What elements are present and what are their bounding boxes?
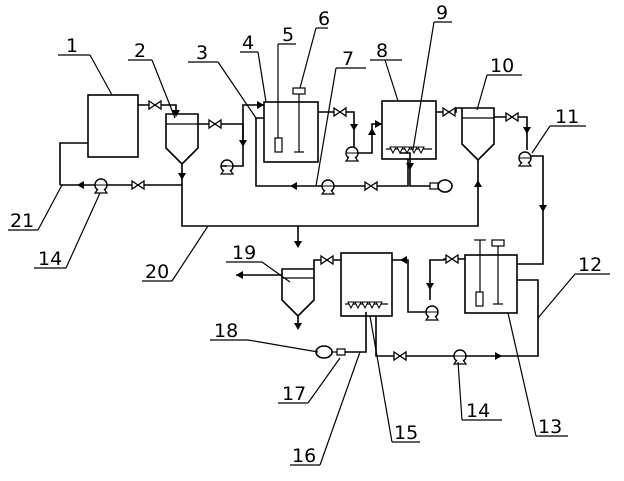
label-9: 9 <box>436 2 448 24</box>
leader-lines <box>8 21 610 466</box>
settler-19 <box>281 268 315 318</box>
label-21: 21 <box>10 210 34 232</box>
label-13: 13 <box>538 416 562 438</box>
label-19: 19 <box>232 242 256 264</box>
label-12: 12 <box>578 254 602 276</box>
tank-15 <box>340 252 393 317</box>
label-1: 1 <box>66 35 78 57</box>
reactor-13 <box>464 239 518 314</box>
label-3: 3 <box>196 42 208 64</box>
label-2: 2 <box>134 40 146 62</box>
label-14-lower: 14 <box>466 400 490 422</box>
label-11: 11 <box>555 106 579 128</box>
reactor-4 <box>263 85 319 163</box>
settler-10 <box>461 107 495 162</box>
label-8: 8 <box>376 40 388 62</box>
label-4: 4 <box>242 32 254 54</box>
flow-arrows <box>77 101 547 360</box>
label-6: 6 <box>318 8 330 30</box>
piping <box>59 100 544 365</box>
label-17: 17 <box>282 383 306 405</box>
number-labels: 1 2 3 4 5 6 7 8 9 10 11 12 13 14 15 16 1… <box>10 2 602 467</box>
label-20: 20 <box>145 261 169 283</box>
label-15: 15 <box>394 422 418 444</box>
label-18: 18 <box>214 320 238 342</box>
label-16: 16 <box>292 445 316 467</box>
label-14-left: 14 <box>38 248 62 270</box>
label-7: 7 <box>342 48 354 70</box>
settler-2 <box>165 113 199 166</box>
tank-1 <box>87 94 139 158</box>
label-5: 5 <box>282 24 294 46</box>
label-10: 10 <box>490 55 514 77</box>
tank-8 <box>381 100 437 160</box>
